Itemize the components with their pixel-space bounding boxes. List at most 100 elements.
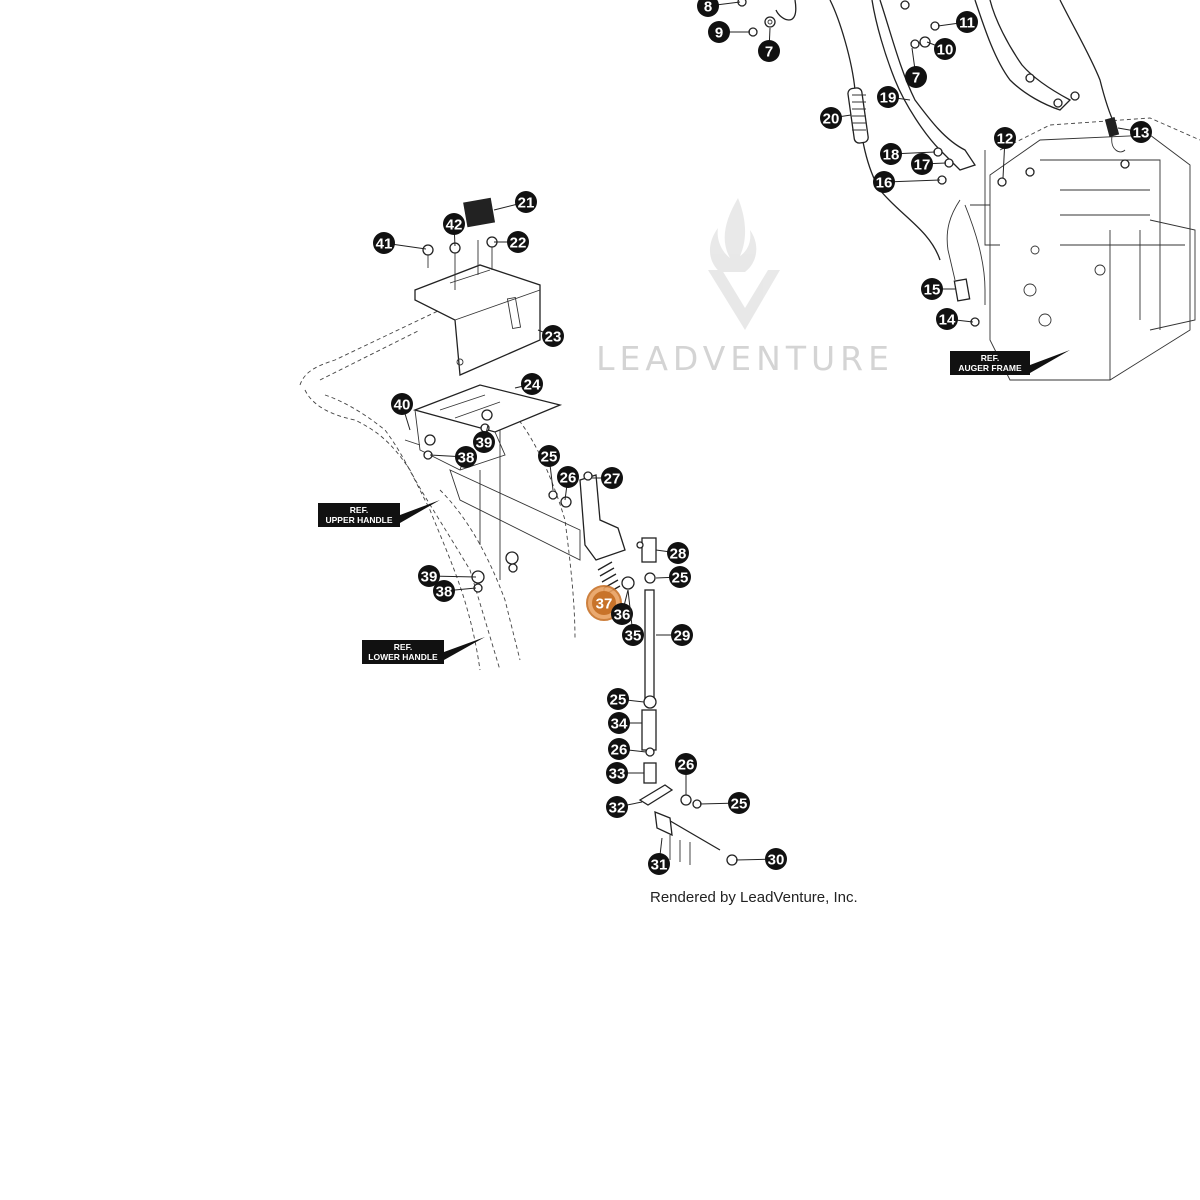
callout-number: 22 bbox=[510, 235, 527, 252]
callout-13[interactable]: 13 bbox=[1117, 121, 1152, 143]
callout-circle bbox=[592, 591, 616, 615]
callout-7[interactable]: 7 bbox=[905, 47, 927, 88]
callout-40[interactable]: 40 bbox=[391, 393, 413, 431]
callout-number: 16 bbox=[876, 175, 893, 192]
callout-25[interactable]: 25 bbox=[538, 445, 560, 491]
callout-number: 26 bbox=[611, 742, 628, 759]
callout-12[interactable]: 12 bbox=[994, 127, 1016, 179]
callout-38[interactable]: 38 bbox=[429, 446, 477, 468]
callout-number: 33 bbox=[609, 766, 626, 783]
callout-number: 23 bbox=[545, 329, 562, 346]
callout-22[interactable]: 22 bbox=[494, 231, 529, 253]
callout-badges: 89 7 11 10 7 19 20 12 13 18 17 16 15 14 21 42 41 22 23 24 40… bbox=[373, 0, 1152, 875]
callout-number: 9 bbox=[715, 25, 723, 42]
callout-circle bbox=[455, 446, 477, 468]
callout-17[interactable]: 17 bbox=[911, 153, 947, 175]
callout-circle bbox=[601, 467, 623, 489]
callout-number: 41 bbox=[376, 236, 393, 253]
callout-25[interactable]: 25 bbox=[607, 688, 645, 710]
callout-circle bbox=[606, 762, 628, 784]
callout-25[interactable]: 25 bbox=[699, 792, 750, 814]
callout-circle bbox=[667, 542, 689, 564]
callout-circle bbox=[608, 712, 630, 734]
callout-39[interactable]: 39 bbox=[473, 424, 495, 453]
callout-number: 39 bbox=[476, 435, 493, 452]
callout-7[interactable]: 7 bbox=[758, 27, 780, 62]
callout-circle bbox=[391, 393, 413, 415]
callout-number: 36 bbox=[614, 607, 631, 624]
callout-number: 25 bbox=[541, 449, 558, 466]
callout-41[interactable]: 41 bbox=[373, 232, 427, 254]
callout-circle bbox=[675, 753, 697, 775]
callout-15[interactable]: 15 bbox=[921, 278, 956, 300]
ref-pointer bbox=[1030, 350, 1070, 373]
callout-21[interactable]: 21 bbox=[493, 191, 537, 213]
credit-text: Rendered by LeadVenture, Inc. bbox=[650, 889, 858, 906]
callout-34[interactable]: 34 bbox=[608, 712, 642, 734]
callout-circle bbox=[728, 792, 750, 814]
callout-circle bbox=[956, 11, 978, 33]
callout-25[interactable]: 25 bbox=[655, 566, 691, 588]
callout-26[interactable]: 26 bbox=[608, 738, 647, 760]
callout-circle bbox=[538, 445, 560, 467]
callout-number: 17 bbox=[914, 157, 931, 174]
callout-28[interactable]: 28 bbox=[655, 542, 689, 564]
callout-19[interactable]: 19 bbox=[877, 86, 911, 108]
callout-circle bbox=[557, 466, 579, 488]
callout-29[interactable]: 29 bbox=[656, 624, 693, 646]
ref-box bbox=[362, 640, 444, 664]
callout-32[interactable]: 32 bbox=[606, 796, 643, 818]
callout-8[interactable]: 8 bbox=[697, 0, 741, 17]
callout-circle bbox=[473, 431, 495, 453]
callout-11[interactable]: 11 bbox=[937, 11, 978, 33]
callout-circle bbox=[373, 232, 395, 254]
callout-18[interactable]: 18 bbox=[880, 143, 936, 165]
callout-14[interactable]: 14 bbox=[936, 308, 974, 330]
callout-number: 21 bbox=[518, 195, 535, 212]
callout-number: 20 bbox=[823, 111, 840, 128]
flame-logo-icon bbox=[708, 198, 780, 330]
callout-36[interactable]: 36 bbox=[611, 589, 633, 625]
callout-circle bbox=[433, 580, 455, 602]
leadventure-watermark: LEADVENTURE bbox=[596, 198, 889, 378]
callout-31[interactable]: 31 bbox=[648, 837, 670, 875]
callout-38[interactable]: 38 bbox=[433, 580, 477, 602]
ref-line1: REF. bbox=[350, 505, 368, 515]
callout-9[interactable]: 9 bbox=[708, 21, 750, 43]
callout-number: 19 bbox=[880, 90, 897, 107]
callout-23[interactable]: 23 bbox=[537, 325, 564, 347]
callout-number: 18 bbox=[883, 147, 900, 164]
callout-26[interactable]: 26 bbox=[557, 466, 579, 501]
callout-circle bbox=[607, 688, 629, 710]
callout-39[interactable]: 39 bbox=[418, 565, 477, 587]
callout-number: 8 bbox=[704, 0, 712, 16]
ref-box bbox=[318, 503, 400, 527]
callout-circle bbox=[708, 21, 730, 43]
callout-circle bbox=[443, 213, 465, 235]
callout-number: 27 bbox=[604, 471, 621, 488]
ref-line2: AUGER FRAME bbox=[958, 363, 1022, 373]
ref-line1: REF. bbox=[394, 642, 412, 652]
callout-42[interactable]: 42 bbox=[443, 213, 465, 247]
callout-27[interactable]: 27 bbox=[592, 467, 623, 489]
callout-number: 24 bbox=[524, 377, 541, 394]
callout-circle bbox=[622, 624, 644, 646]
ref-line2: UPPER HANDLE bbox=[325, 515, 392, 525]
callout-10[interactable]: 10 bbox=[926, 38, 956, 60]
callout-26[interactable]: 26 bbox=[675, 753, 697, 795]
callout-35[interactable]: 35 bbox=[622, 589, 644, 646]
callout-16[interactable]: 16 bbox=[873, 171, 941, 193]
callout-circle bbox=[611, 603, 633, 625]
callout-circle bbox=[606, 796, 628, 818]
callout-number: 37 bbox=[596, 596, 613, 613]
callout-24[interactable]: 24 bbox=[514, 373, 543, 395]
callout-30[interactable]: 30 bbox=[735, 848, 787, 870]
callout-number: 7 bbox=[912, 70, 920, 87]
callout-number: 38 bbox=[458, 450, 475, 467]
callout-33[interactable]: 33 bbox=[606, 762, 644, 784]
callout-circle bbox=[880, 143, 902, 165]
ref-pointer bbox=[400, 500, 440, 523]
callout-20[interactable]: 20 bbox=[820, 107, 852, 129]
